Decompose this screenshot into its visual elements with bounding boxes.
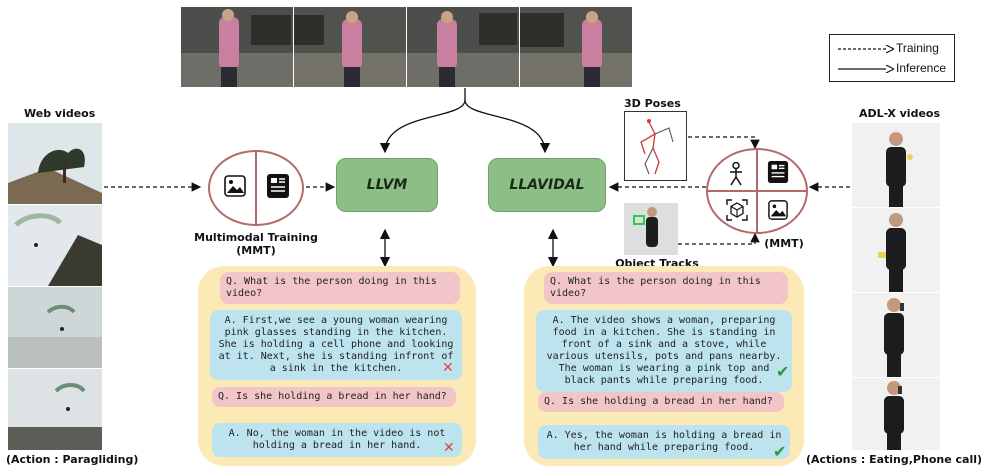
adl-videos-caption: (Actions : Eating,Phone call): [806, 453, 983, 466]
object-tracks-image: [624, 203, 678, 255]
adl-videos-title: ADL-X videos: [859, 107, 941, 120]
paragliding-frame: [8, 287, 102, 368]
inference-arrows: [379, 88, 551, 154]
llavidal-model: LLAVIDAL: [488, 158, 606, 212]
qa-panel-left: Q. What is the person doing in this vide…: [198, 266, 476, 466]
answer-bubble: A. First,we see a young woman wearing pi…: [210, 310, 462, 380]
question-bubble: Q. What is the person doing in this vide…: [220, 272, 460, 304]
adl-frame: [852, 293, 940, 377]
mmt-left-label-line2: (MMT): [236, 244, 276, 257]
image-icon: [224, 175, 246, 202]
mmt-right-circle: [706, 148, 808, 234]
model-qa-arrows: [379, 228, 559, 268]
answer-bubble: A. No, the woman in the video is not hol…: [212, 423, 462, 457]
training-arrows: [104, 136, 850, 245]
legend-training-label: Training: [896, 41, 939, 55]
adl-frame: [852, 208, 940, 292]
check-mark-icon: ✔: [776, 362, 790, 381]
paragliding-frame: [8, 205, 102, 286]
mmt-left-label-line1: Multimodal Training: [194, 231, 318, 244]
object-target-icon: [725, 198, 749, 227]
legend-inference: Inference: [830, 60, 956, 78]
answer-bubble: A. Yes, the woman is holding a bread in …: [538, 425, 790, 459]
legend-inference-label: Inference: [896, 61, 947, 75]
question-bubble: Q. Is she holding a bread in her hand?: [538, 392, 784, 412]
mmt-left-circle: [208, 150, 304, 226]
video-frame: [520, 7, 632, 87]
adl-frame: [852, 123, 940, 207]
3d-poses-image: [624, 111, 687, 181]
check-mark-icon: ✔: [773, 442, 787, 461]
adl-frame: [852, 378, 940, 450]
person-icon: [729, 161, 743, 191]
answer-bubble: A. The video shows a woman, preparing fo…: [536, 310, 792, 392]
legend: Training Inference: [829, 34, 955, 82]
cross-mark-icon: ✕: [443, 440, 455, 456]
cross-mark-icon: ✕: [442, 360, 454, 376]
legend-training: Training: [830, 40, 956, 58]
qa-panel-right: Q. What is the person doing in this vide…: [524, 266, 804, 466]
question-bubble: Q. Is she holding a bread in her hand?: [212, 387, 456, 407]
web-videos-title: Web videos: [24, 107, 96, 120]
mmt-left-label: Multimodal Training (MMT): [168, 231, 344, 257]
llvm-model: LLVM: [336, 158, 438, 212]
mmt-right-label: (MMT): [764, 237, 804, 250]
video-frame: [294, 7, 406, 87]
video-frame: [407, 7, 519, 87]
poses-label: 3D Poses: [624, 97, 681, 110]
text-document-icon: [266, 173, 290, 204]
video-frame: [181, 7, 293, 87]
paragliding-frame: [8, 369, 102, 450]
question-bubble: Q. What is the person doing in this vide…: [544, 272, 788, 304]
paragliding-frame: [8, 123, 102, 204]
image-icon: [768, 200, 788, 225]
text-document-icon: [767, 160, 789, 189]
web-videos-caption: (Action : Paragliding): [6, 453, 139, 466]
